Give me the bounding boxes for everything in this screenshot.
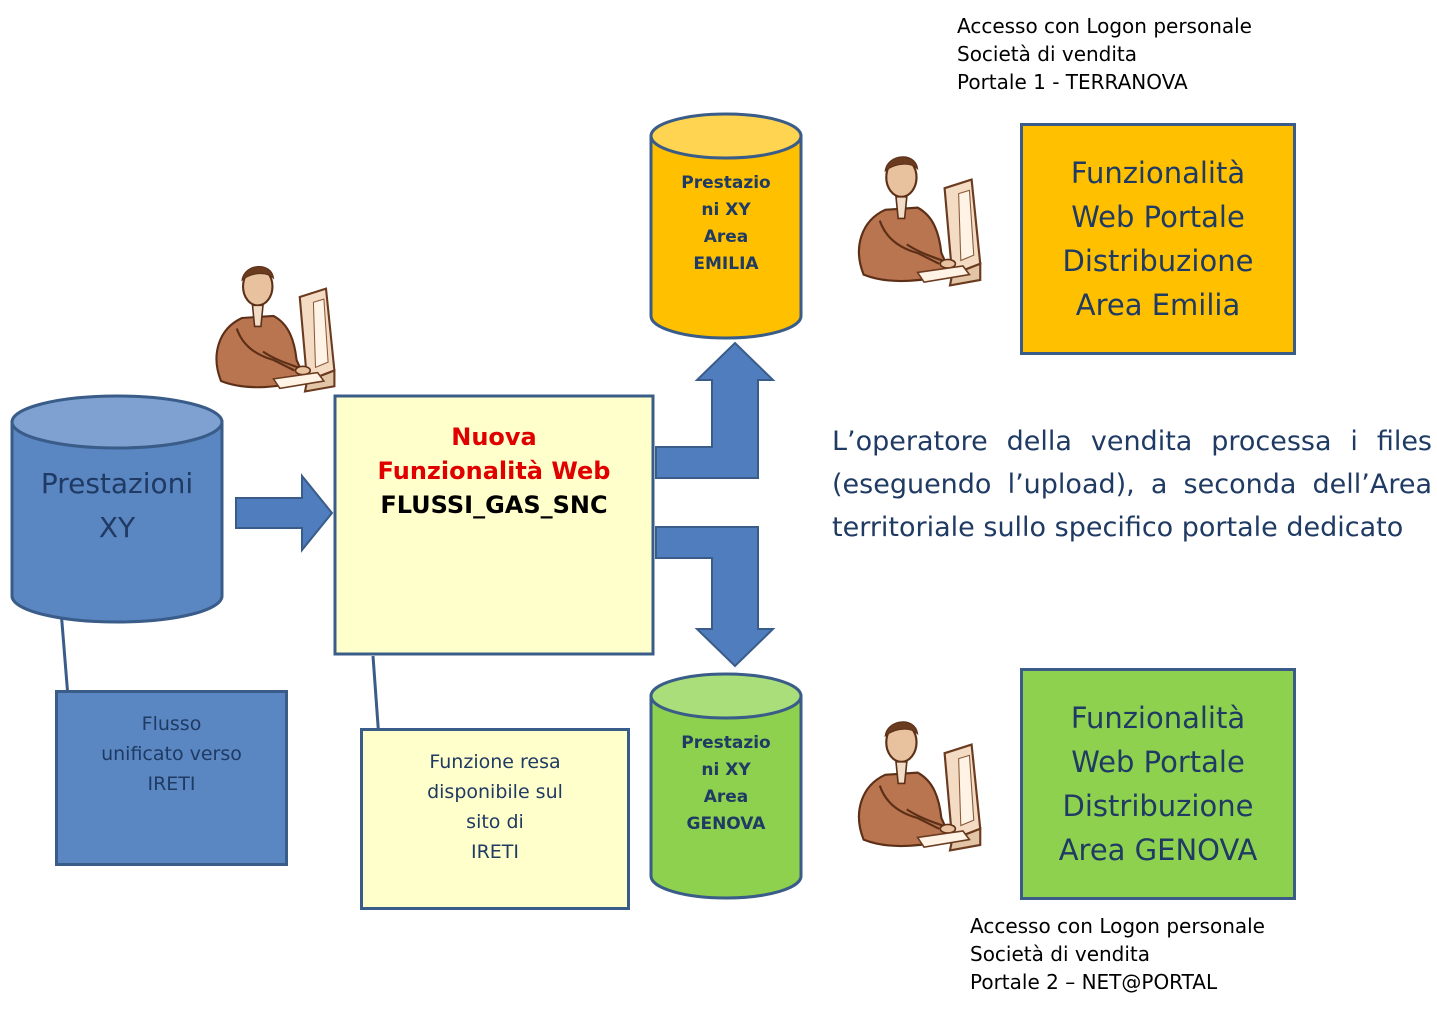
- web-function-title: Nuova Funzionalità Web: [377, 423, 611, 485]
- db-genova-cylinder: [649, 672, 803, 900]
- arrow-db-to-web: [235, 473, 334, 553]
- db-main-cylinder: [10, 394, 224, 624]
- operator-icon-center: [215, 265, 336, 393]
- web-function-code: FLUSSI_GAS_SNC: [380, 491, 608, 519]
- portal-genova-box: Funzionalità Web Portale Distribuzione A…: [1020, 668, 1296, 900]
- arrow-web-to-genova: [655, 526, 776, 668]
- arrow-web-to-emilia: [655, 341, 776, 479]
- web-function-box: [333, 394, 655, 656]
- process-description: L’operatore della vendita processa i fil…: [832, 426, 1432, 543]
- access-note-emilia: Accesso con Logon personale Società di v…: [957, 14, 1252, 94]
- access-note-genova: Accesso con Logon personale Società di v…: [970, 914, 1265, 994]
- operator-icon-emilia: [857, 155, 982, 287]
- portal-emilia-box: Funzionalità Web Portale Distribuzione A…: [1020, 123, 1296, 355]
- db-emilia-cylinder: [649, 112, 803, 340]
- callout-flow: Flusso unificato verso IRETI: [55, 690, 288, 866]
- callout-site: Funzione resa disponibile sul sito di IR…: [360, 728, 630, 910]
- db-emilia-label: Prestazio ni XY Area EMILIA: [681, 173, 771, 274]
- operator-icon-genova: [857, 720, 982, 852]
- db-main-label: Prestazioni XY: [40, 467, 194, 544]
- db-genova-label: Prestazio ni XY Area GENOVA: [681, 733, 771, 834]
